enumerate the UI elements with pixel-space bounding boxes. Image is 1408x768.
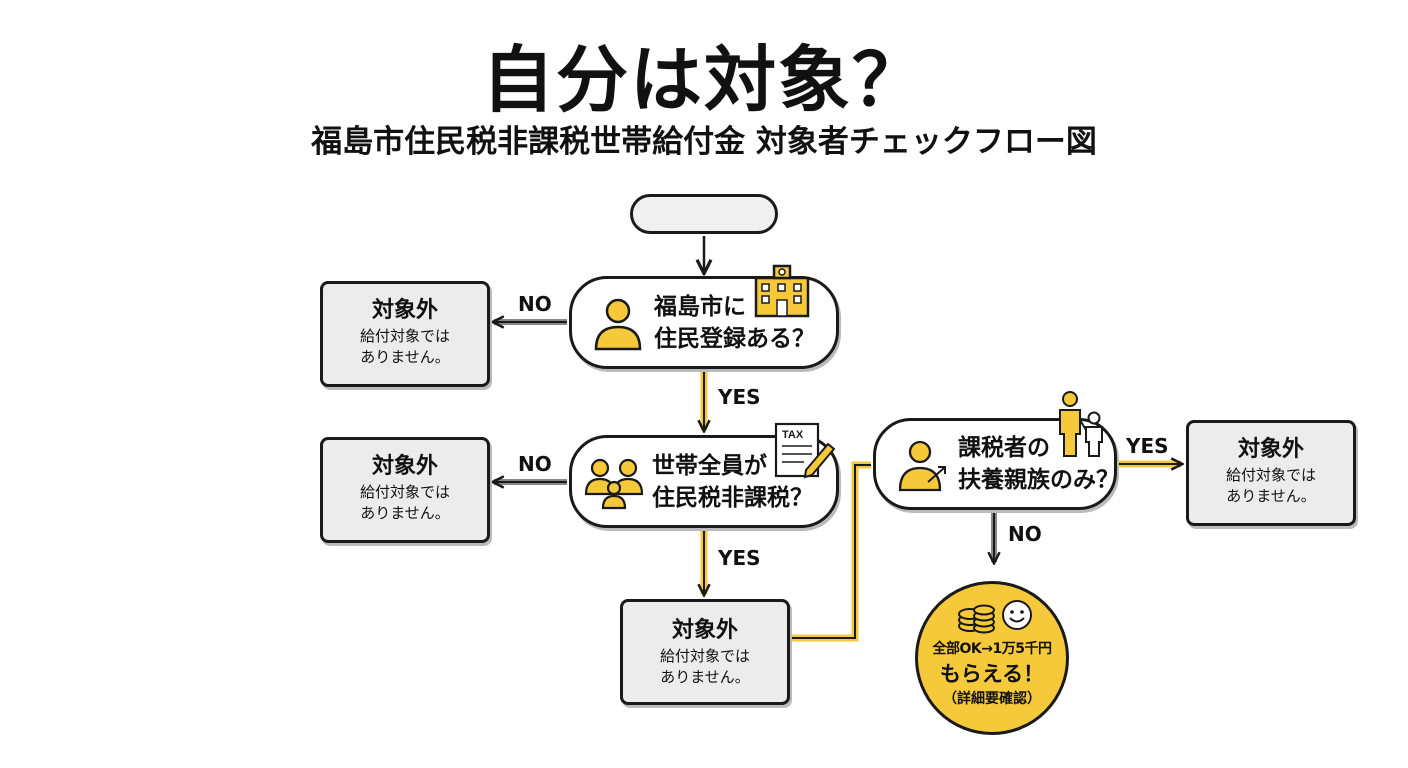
outcome-heading: 対象外 bbox=[371, 298, 438, 323]
branch-label-yes: YES bbox=[1126, 434, 1169, 458]
parent-child-icon bbox=[1059, 391, 1103, 457]
outcome-line1: 給付対象では bbox=[359, 327, 450, 345]
tax-form-icon: TAX bbox=[774, 422, 836, 479]
outcome-line1: 給付対象では bbox=[359, 483, 450, 501]
result-line3: （詳細要確認） bbox=[943, 691, 1041, 707]
question-line2: 扶養親族のみ？ bbox=[958, 467, 1119, 493]
outcome-line2: ありません。 bbox=[660, 668, 750, 686]
result-line1: 全部OK→1万5千円 bbox=[932, 641, 1052, 657]
outcome-box-not-eligible: 対象外 給付対象では ありません。 bbox=[1186, 420, 1356, 526]
outcome-line2: ありません。 bbox=[360, 348, 450, 366]
branch-label-no: NO bbox=[1008, 522, 1042, 546]
outcome-box-not-eligible: 対象外 給付対象では ありません。 bbox=[320, 281, 490, 387]
outcome-line1: 給付対象では bbox=[659, 647, 750, 665]
outcome-box-not-eligible: 対象外 給付対象では ありません。 bbox=[620, 599, 790, 705]
family-icon bbox=[584, 458, 644, 509]
result-eligible-circle: 全部OK→1万5千円 もらえる！ （詳細要確認） bbox=[915, 581, 1069, 735]
outcome-heading: 対象外 bbox=[1237, 437, 1304, 462]
outcome-heading: 対象外 bbox=[371, 454, 438, 479]
question-line1: 福島市に bbox=[654, 293, 746, 320]
branch-label-no: NO bbox=[518, 292, 552, 316]
outcome-line2: ありません。 bbox=[360, 504, 450, 522]
outcome-line1: 給付対象では bbox=[1225, 466, 1316, 484]
city-hall-icon bbox=[754, 264, 810, 318]
branch-label-yes: YES bbox=[718, 546, 761, 570]
svg-text:TAX: TAX bbox=[782, 429, 804, 441]
person-icon bbox=[594, 298, 642, 350]
question-line1: 課税者の bbox=[958, 435, 1050, 461]
person-arrow-icon bbox=[898, 440, 946, 492]
branch-label-yes: YES bbox=[718, 385, 761, 409]
branch-label-no: NO bbox=[518, 452, 552, 476]
page-title: 自分は対象？ bbox=[481, 38, 926, 122]
outcome-line2: ありません。 bbox=[1226, 487, 1316, 505]
start-node bbox=[630, 194, 778, 234]
result-line2: もらえる！ bbox=[939, 662, 1045, 686]
smiley-icon bbox=[1002, 600, 1032, 630]
coins-icon bbox=[958, 604, 995, 634]
outcome-heading: 対象外 bbox=[671, 618, 738, 643]
outcome-box-not-eligible: 対象外 給付対象では ありません。 bbox=[320, 437, 490, 543]
question-line1: 世帯全員が bbox=[652, 452, 767, 479]
page-subtitle: 福島市住民税非課税世帯給付金 対象者チェックフロー図 bbox=[311, 124, 1097, 160]
question-line2: 住民登録ある？ bbox=[654, 325, 815, 352]
question-line2: 住民税非課税？ bbox=[652, 484, 813, 511]
